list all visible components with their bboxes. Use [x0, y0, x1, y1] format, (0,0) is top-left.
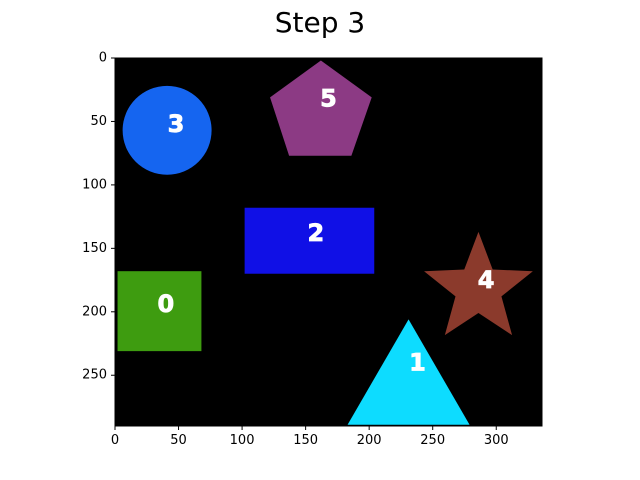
- y-tick-label: 250: [82, 368, 107, 383]
- shape-triangle-1: [347, 319, 470, 425]
- y-axis: 0 50 100 150 200 250: [82, 51, 115, 383]
- x-tick-label: 50: [170, 433, 187, 448]
- shape-rectangle-0: [117, 271, 202, 352]
- x-axis: 0 50 100 150 200 250 300: [111, 426, 509, 448]
- x-tick-label: 300: [484, 433, 509, 448]
- shape-rectangle-2: [244, 207, 375, 274]
- shape-star-4: [424, 231, 533, 336]
- y-tick-label: 0: [99, 51, 107, 66]
- shape-label-5: 5: [320, 85, 337, 113]
- shape-label-0: 0: [157, 290, 174, 318]
- shape-label-2: 2: [307, 219, 324, 247]
- shape-label-3: 3: [168, 110, 185, 138]
- y-tick-label: 200: [82, 304, 107, 319]
- y-tick-label: 100: [82, 177, 107, 192]
- shapes-layer: [117, 60, 533, 425]
- shape-label-1: 1: [409, 349, 426, 377]
- shape-label-4: 4: [478, 266, 495, 294]
- figure-title: Step 3: [275, 6, 365, 39]
- image-plot: 3 5 2 0 4 1: [114, 57, 543, 427]
- x-tick-label: 200: [357, 433, 382, 448]
- y-tick-label: 150: [82, 241, 107, 256]
- x-tick-label: 150: [293, 433, 318, 448]
- shape-pentagon-5: [270, 60, 372, 156]
- x-tick-label: 0: [111, 433, 119, 448]
- shape-labels-layer: 3 5 2 0 4 1: [157, 84, 495, 377]
- shape-circle-3: [122, 85, 212, 175]
- x-tick-label: 250: [420, 433, 445, 448]
- plot-frame: [114, 57, 543, 427]
- y-tick-label: 50: [90, 114, 107, 129]
- x-tick-label: 100: [230, 433, 255, 448]
